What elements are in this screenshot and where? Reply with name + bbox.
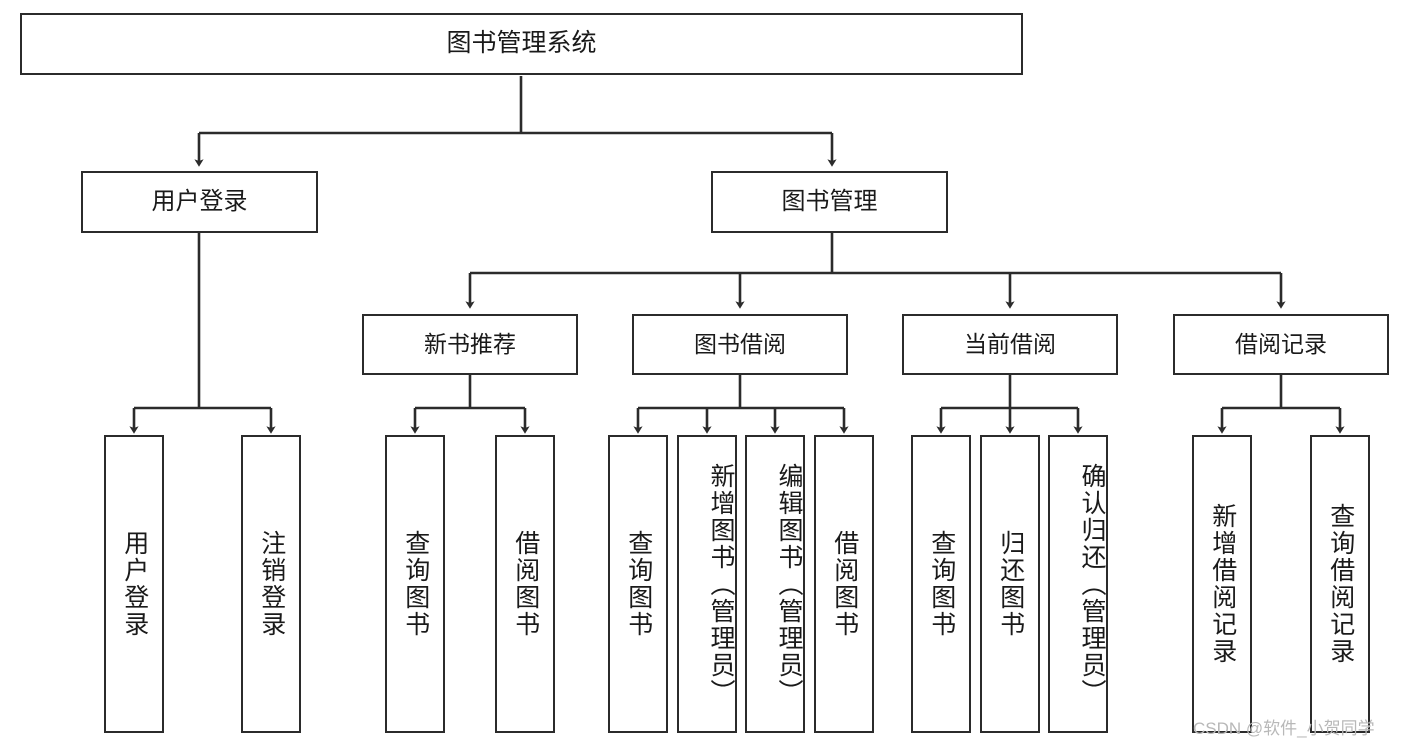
node-book-management[interactable]: 图书管理 — [711, 171, 948, 233]
leaf-new-book-borrow-book[interactable]: 借阅图书 — [495, 435, 555, 733]
node-root-system[interactable]: 图书管理系统 — [20, 13, 1023, 75]
leaf-current-borrow-confirm-return[interactable]: 确认归还（管理员） — [1048, 435, 1108, 733]
leaf-borrow-records-query-record[interactable]: 查询借阅记录 — [1310, 435, 1370, 733]
leaf-current-borrow-return-book[interactable]: 归还图书 — [980, 435, 1040, 733]
leaf-current-borrow-query-book[interactable]: 查询图书 — [911, 435, 971, 733]
node-new-book-recommend[interactable]: 新书推荐 — [362, 314, 578, 375]
leaf-user-login-logout[interactable]: 注销登录 — [241, 435, 301, 733]
leaf-book-borrow-query-book[interactable]: 查询图书 — [608, 435, 668, 733]
node-current-borrow[interactable]: 当前借阅 — [902, 314, 1118, 375]
node-book-borrow[interactable]: 图书借阅 — [632, 314, 848, 375]
leaf-new-book-query-book[interactable]: 查询图书 — [385, 435, 445, 733]
node-user-login[interactable]: 用户登录 — [81, 171, 318, 233]
leaf-book-borrow-borrow-book[interactable]: 借阅图书 — [814, 435, 874, 733]
leaf-borrow-records-add-record[interactable]: 新增借阅记录 — [1192, 435, 1252, 733]
csdn-watermark: CSDN @软件_小贺同学 — [1193, 719, 1375, 738]
leaf-book-borrow-edit-book[interactable]: 编辑图书（管理员） — [745, 435, 805, 733]
leaf-user-login-login[interactable]: 用户登录 — [104, 435, 164, 733]
node-borrow-records[interactable]: 借阅记录 — [1173, 314, 1389, 375]
leaf-book-borrow-add-book[interactable]: 新增图书（管理员） — [677, 435, 737, 733]
